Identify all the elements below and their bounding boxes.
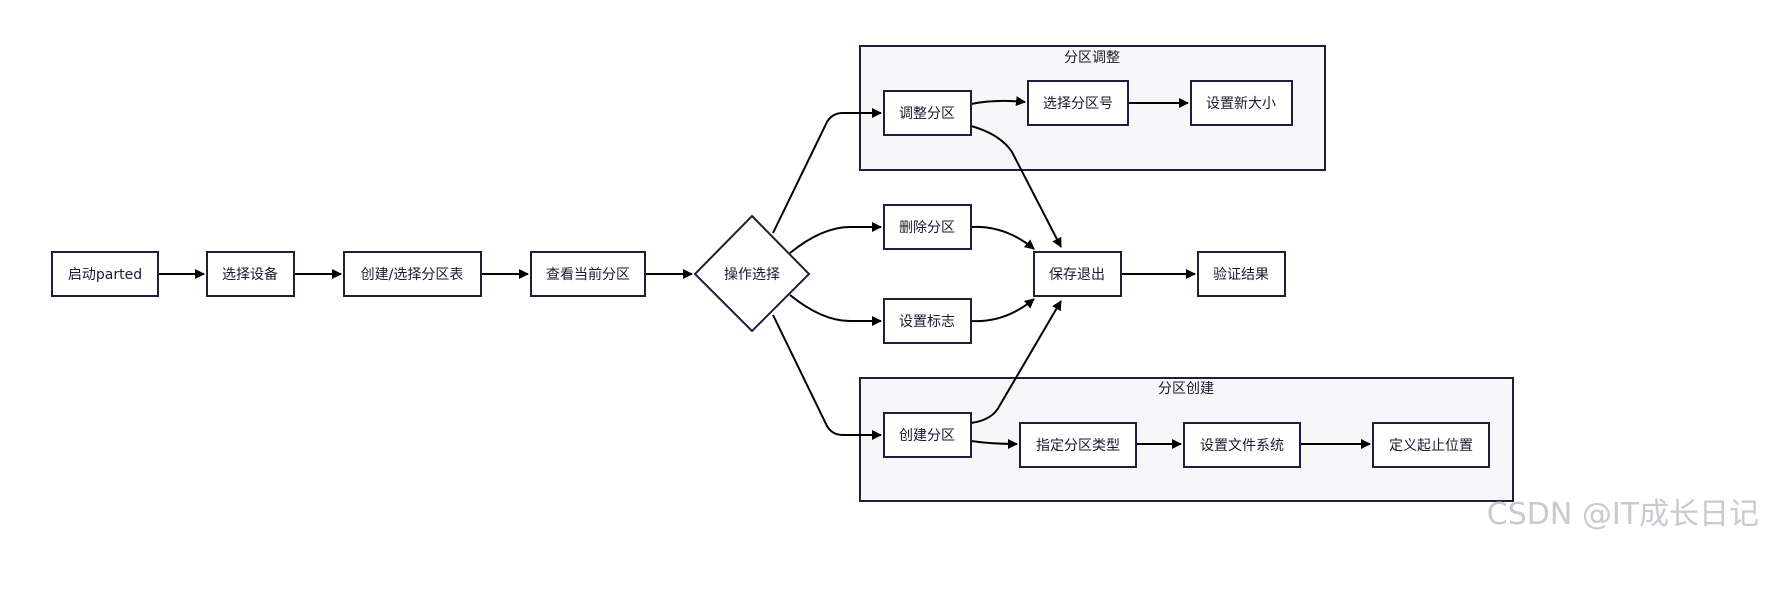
node-view-partitions: 查看当前分区 [530, 251, 646, 297]
node-verify-result: 验证结果 [1197, 251, 1286, 297]
edge-decision-to-create [772, 314, 882, 440]
svg-text:设置新大小: 设置新大小 [1206, 96, 1276, 112]
node-set-new-size: 设置新大小 [1190, 80, 1293, 126]
svg-text:设置文件系统: 设置文件系统 [1200, 438, 1284, 454]
node-specify-type: 指定分区类型 [1019, 422, 1137, 468]
cluster-resize-title: 分区调整 [1064, 50, 1120, 66]
svg-text:查看当前分区: 查看当前分区 [546, 266, 630, 283]
edge-resize-to-save [970, 125, 1062, 248]
svg-text:选择设备: 选择设备 [222, 266, 278, 283]
edge-delete-to-save [970, 225, 1035, 250]
svg-text:验证结果: 验证结果 [1213, 267, 1269, 283]
svg-text:启动parted: 启动parted [68, 267, 142, 283]
node-save-exit: 保存退出 [1033, 251, 1122, 297]
edge-decision-to-resize [772, 108, 882, 234]
edges [158, 96, 1371, 449]
node-resize-partition: 调整分区 [883, 90, 972, 136]
node-select-device: 选择设备 [206, 251, 295, 297]
node-select-partition-number: 选择分区号 [1027, 80, 1129, 126]
node-decision: 操作选择 [693, 214, 811, 333]
watermark: CSDN @IT成长日记 [1487, 497, 1759, 532]
edge-resize-to-select-number [970, 96, 1026, 107]
node-delete-partition: 删除分区 [883, 204, 972, 250]
node-define-range: 定义起止位置 [1372, 422, 1490, 468]
edge-create-to-save [970, 300, 1062, 424]
node-start: 启动parted [51, 251, 159, 297]
node-set-filesystem: 设置文件系统 [1183, 422, 1301, 468]
svg-text:删除分区: 删除分区 [899, 220, 955, 236]
svg-text:选择分区号: 选择分区号 [1043, 96, 1113, 112]
edge-create-to-type [970, 438, 1018, 449]
edge-flag-to-save [970, 298, 1035, 323]
edge-decision-to-flag [789, 294, 882, 326]
svg-text:操作选择: 操作选择 [724, 267, 780, 283]
cluster-create-title: 分区创建 [1158, 381, 1214, 397]
node-set-flag: 设置标志 [883, 298, 972, 344]
node-create-select-table: 创建/选择分区表 [343, 251, 482, 297]
svg-text:指定分区类型: 指定分区类型 [1036, 438, 1120, 454]
svg-text:设置标志: 设置标志 [899, 314, 955, 330]
svg-text:定义起止位置: 定义起止位置 [1389, 438, 1473, 454]
svg-text:创建分区: 创建分区 [899, 428, 955, 444]
edge-decision-to-delete [789, 222, 882, 254]
node-create-partition: 创建分区 [883, 412, 972, 458]
svg-text:调整分区: 调整分区 [899, 106, 955, 122]
svg-text:创建/选择分区表: 创建/选择分区表 [361, 267, 464, 283]
svg-text:保存退出: 保存退出 [1049, 267, 1105, 283]
